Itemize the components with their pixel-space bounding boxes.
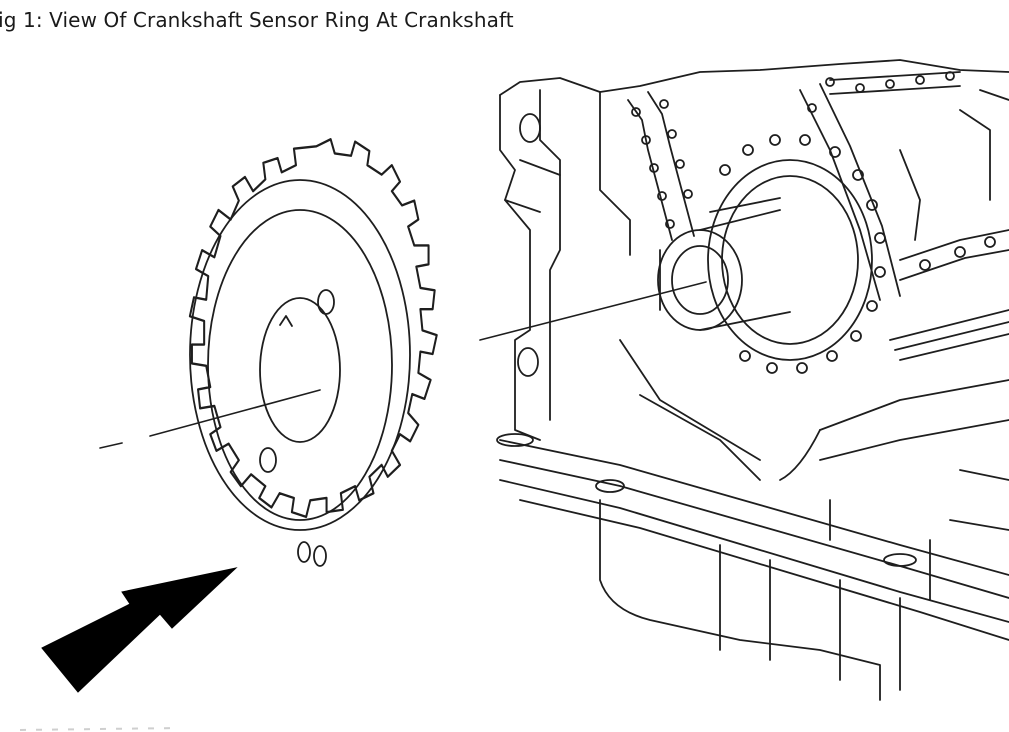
crankshaft-nose-icon — [657, 197, 791, 331]
pointer-arrow-icon — [41, 567, 238, 693]
figure-caption: Fig 1: View Of Crankshaft Sensor Ring At… — [0, 8, 514, 32]
engine-block-icon — [496, 59, 1009, 701]
alignment-centerline — [479, 281, 707, 341]
bottom-edge-marks — [19, 727, 181, 731]
timing-chain-left-icon — [627, 91, 695, 241]
alignment-centerline-left — [99, 389, 321, 449]
sensor-ring-gear-icon — [188, 138, 438, 567]
crank-sprocket-icon — [707, 71, 1009, 374]
